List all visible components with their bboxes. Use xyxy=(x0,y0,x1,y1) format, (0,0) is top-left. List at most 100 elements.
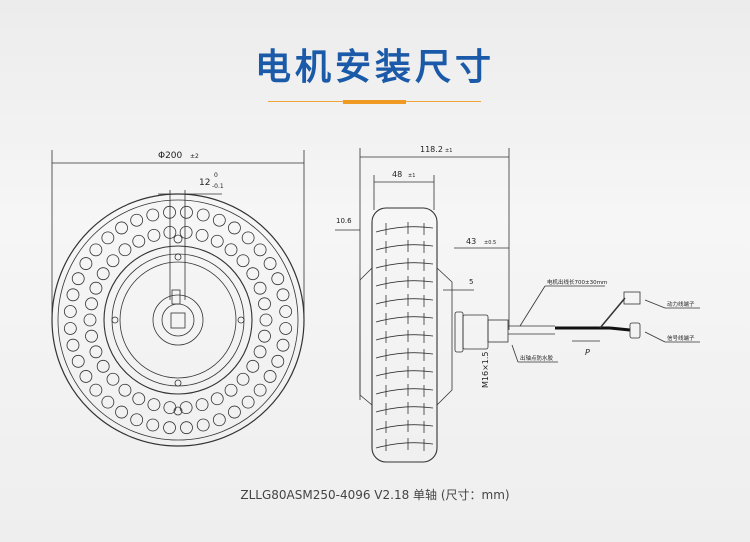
tire-hole xyxy=(253,243,267,257)
tread-rib xyxy=(375,312,434,325)
tire-hole xyxy=(85,329,98,343)
tire-hole xyxy=(163,225,177,239)
shaft-tol-upper: 0 xyxy=(214,172,218,179)
tire-hole xyxy=(89,383,103,397)
tread-rib xyxy=(375,294,434,307)
tread-rib xyxy=(375,420,434,433)
direction-label: P xyxy=(585,348,590,357)
thread-label: M16×1.5 xyxy=(481,351,490,388)
tire-hole xyxy=(130,413,144,427)
tire-hole xyxy=(101,231,115,245)
tire-hole xyxy=(106,372,120,386)
tire-hole xyxy=(279,305,293,318)
tire-hole xyxy=(253,345,267,359)
tire-hole xyxy=(71,354,85,368)
tire-hole xyxy=(276,288,290,302)
tread-rib xyxy=(375,276,434,289)
tread-rib xyxy=(375,348,434,361)
tire-hole xyxy=(79,370,93,383)
tire-hole xyxy=(195,228,209,242)
waterproof-label: 出轴点防水胶 xyxy=(520,354,554,362)
tire-hole xyxy=(118,383,132,397)
tread-rib xyxy=(375,258,434,271)
tire-hole xyxy=(146,208,160,222)
title-underline-accent xyxy=(343,100,406,104)
shaft-length-label: 43 xyxy=(466,237,476,246)
tread-rib xyxy=(375,222,434,235)
tire-treads xyxy=(375,222,434,451)
cable-length-label: 电机出线长700±30mm xyxy=(547,278,607,286)
tire-hole xyxy=(130,213,144,227)
tire-hole xyxy=(96,359,110,373)
tire-hole xyxy=(118,243,132,257)
tire-hole xyxy=(236,254,250,268)
diameter-tolerance: ±2 xyxy=(190,153,199,160)
tire-hole xyxy=(89,281,103,295)
tire-hole xyxy=(147,228,161,242)
tire-hole xyxy=(224,243,238,257)
tire-hole xyxy=(279,322,293,335)
tire-hole xyxy=(212,413,226,427)
tire-hole xyxy=(196,418,210,432)
offset-label: 10.6 xyxy=(336,217,352,225)
tire-hole xyxy=(246,267,260,281)
tire-hole xyxy=(163,205,176,219)
tire-holes xyxy=(63,205,293,435)
tire-hole xyxy=(179,401,193,415)
shaft-length-tol: ±0.5 xyxy=(484,240,496,246)
diameter-label: Φ200 xyxy=(158,151,183,161)
tire-hole xyxy=(212,213,226,227)
tire-hole xyxy=(259,313,273,327)
tread-rib xyxy=(375,402,434,415)
tread-rib xyxy=(375,438,434,451)
tire-width-label: 48 xyxy=(392,170,402,179)
tire-hole xyxy=(115,221,128,235)
tire-hole xyxy=(106,254,120,268)
tire-hole xyxy=(101,395,115,409)
tread-rib xyxy=(375,330,434,343)
tire-hole xyxy=(89,345,103,359)
tire-hole xyxy=(210,234,224,248)
tire-hole xyxy=(271,272,285,286)
tire-hole xyxy=(66,288,80,302)
tire-hole xyxy=(180,421,193,435)
tire-hole xyxy=(276,338,290,352)
flange-label: 5 xyxy=(469,278,473,286)
tire-hole xyxy=(163,421,176,435)
overall-tol: ±1 xyxy=(445,148,452,154)
shaft-label: 12 xyxy=(199,178,210,188)
tire-hole xyxy=(66,338,80,352)
tire-hole xyxy=(83,313,97,327)
tire-hole xyxy=(241,231,255,245)
tire-hole xyxy=(63,322,77,335)
tire-hole xyxy=(228,221,241,235)
signal-terminal-label: 信号线端子 xyxy=(667,334,695,342)
overall-width-label: 118.2 xyxy=(420,145,443,154)
tire-hole xyxy=(179,225,193,239)
tire-hole xyxy=(71,272,85,286)
tire-hole xyxy=(228,405,241,419)
tire-hole xyxy=(271,354,285,368)
tire-hole xyxy=(263,257,277,270)
tire-hole xyxy=(195,398,209,412)
tread-rib xyxy=(375,366,434,379)
tire-hole xyxy=(196,208,210,222)
shaft-tol-lower: -0.1 xyxy=(212,183,224,190)
tire-hole xyxy=(63,305,77,318)
tire-hole xyxy=(258,329,271,343)
tire-hole xyxy=(89,243,103,257)
tire-hole xyxy=(263,370,277,383)
tire-hole xyxy=(146,418,160,432)
tire-hole xyxy=(96,267,110,281)
side-view: 118.2 ±1 48 ±1 10.6 43 ±0.5 5 电机出线长700±3… xyxy=(335,145,700,463)
tread-rib xyxy=(375,384,434,397)
tire-hole xyxy=(115,405,128,419)
tire-hole xyxy=(224,383,238,397)
page-title: 电机安装尺寸 xyxy=(254,47,495,88)
tire-hole xyxy=(236,372,250,386)
tire-hole xyxy=(163,401,177,415)
tire-hole xyxy=(132,234,146,248)
tire-hole xyxy=(258,297,271,311)
tire-width-tol: ±1 xyxy=(408,173,415,179)
